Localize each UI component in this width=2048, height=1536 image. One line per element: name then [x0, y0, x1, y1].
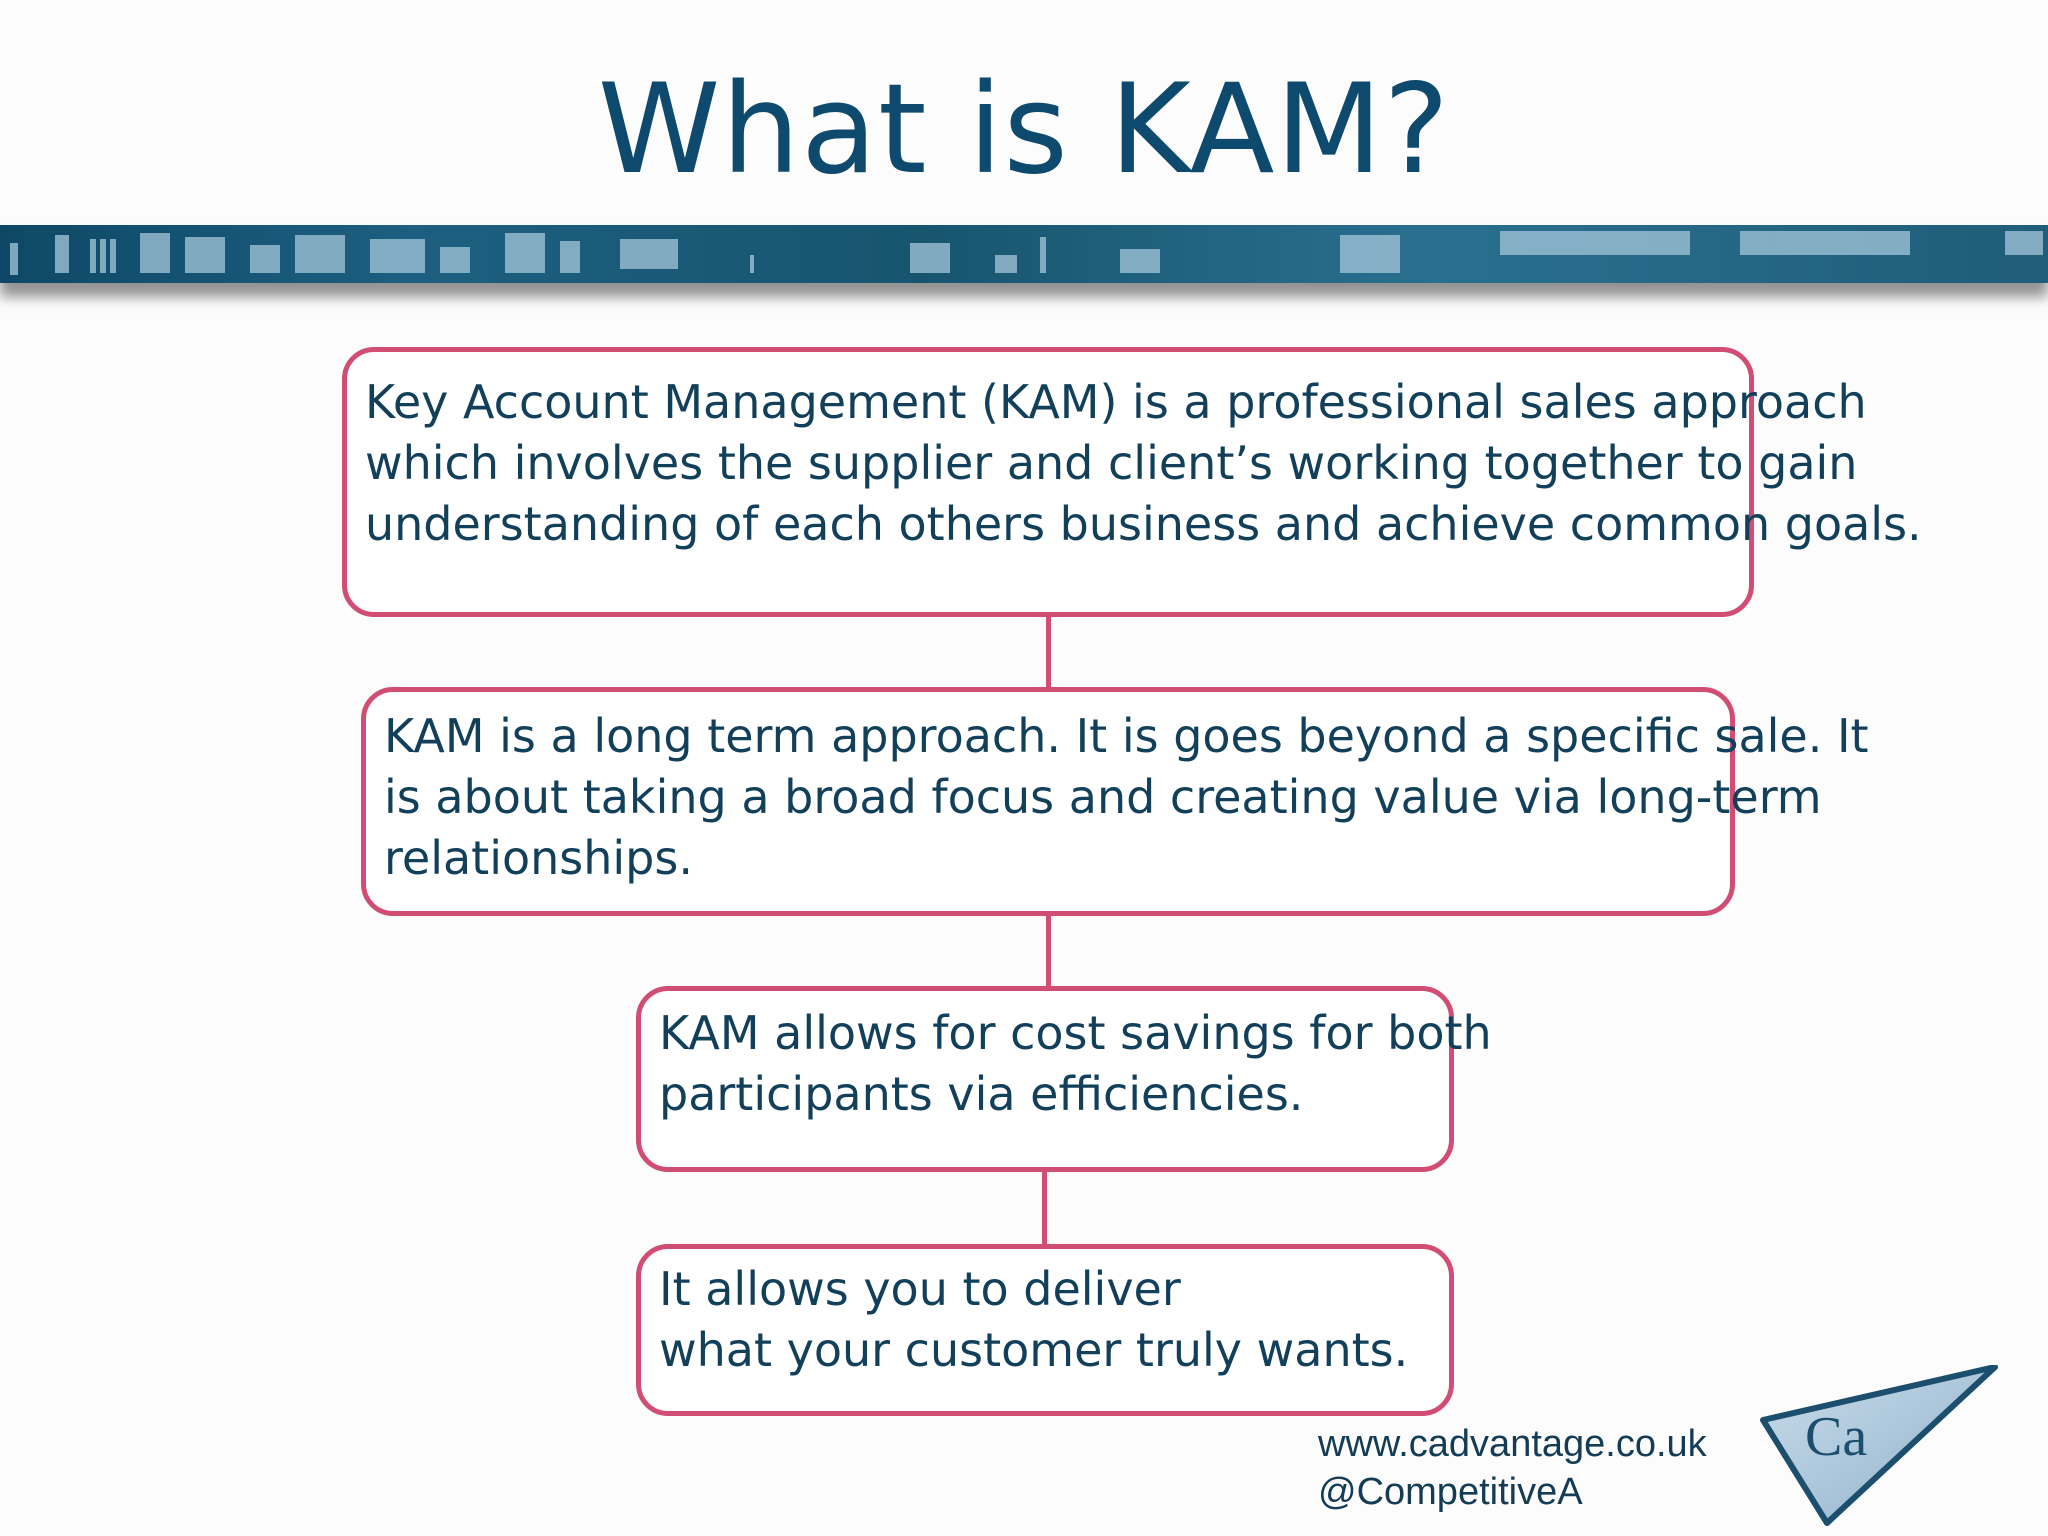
long-term-line-3: relationships. [384, 831, 693, 885]
deliver-line-2: what your customer truly wants. [659, 1323, 1409, 1377]
cost-savings-box: KAM allows for cost savings for both par… [636, 986, 1492, 1172]
cost-savings-line-2: participants via efficiencies. [659, 1067, 1304, 1121]
long-term-box: KAM is a long term approach. It is goes … [361, 687, 1869, 916]
connector-3 [1042, 1172, 1047, 1244]
definition-line-3: understanding of each others business an… [365, 497, 1922, 551]
header-banner [0, 225, 2048, 283]
logo-text: Ca [1805, 1406, 1867, 1468]
long-term-line-2: is about taking a broad focus and creati… [384, 770, 1822, 824]
website-link[interactable]: www.cadvantage.co.uk [1318, 1423, 1707, 1465]
cost-savings-line-1: KAM allows for cost savings for both [659, 1006, 1492, 1060]
definition-box: Key Account Management (KAM) is a profes… [342, 347, 1922, 617]
definition-line-2: which involves the supplier and client’s… [365, 436, 1858, 490]
footer-links: www.cadvantage.co.uk @CompetitiveA [1318, 1420, 1707, 1516]
banner-silhouettes [10, 231, 2043, 275]
cadvantage-logo: Ca [1760, 1365, 1998, 1526]
connector-2 [1046, 916, 1051, 986]
connector-1 [1046, 617, 1051, 687]
page-title: What is KAM? [597, 58, 1451, 202]
twitter-handle[interactable]: @CompetitiveA [1318, 1471, 1583, 1513]
deliver-line-1: It allows you to deliver [659, 1262, 1181, 1316]
long-term-line-1: KAM is a long term approach. It is goes … [384, 709, 1869, 763]
deliver-box: It allows you to deliver what your custo… [636, 1244, 1454, 1416]
definition-line-1: Key Account Management (KAM) is a profes… [365, 375, 1867, 429]
